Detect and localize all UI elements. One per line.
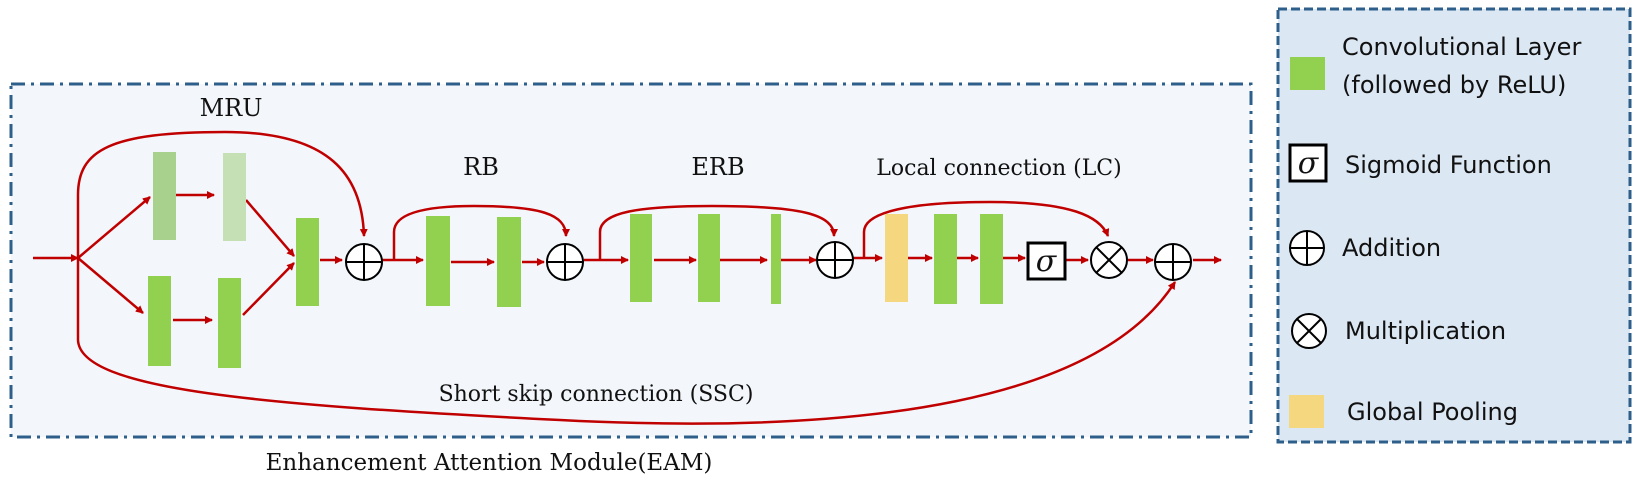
mru-conv-bottom-1 <box>148 276 171 366</box>
mru-branch-bottom-arrow <box>77 257 144 314</box>
rb-addition-node <box>546 243 584 281</box>
legend-sigmoid-box <box>1288 143 1328 183</box>
mru-conv-merge <box>296 218 319 306</box>
lc-label: Local connection (LC) <box>876 156 1121 181</box>
mru-branch-top-arrow <box>77 196 151 259</box>
rb-conv-2 <box>497 217 521 307</box>
legend-multiplication-icon <box>1291 313 1327 349</box>
lc-sigmoid-symbol: σ <box>1036 244 1058 279</box>
legend-addition-icon <box>1289 230 1325 266</box>
legend-pooling-swatch <box>1289 395 1324 428</box>
rb-conv-1 <box>426 216 450 306</box>
legend-sigmoid-label: Sigmoid Function <box>1345 151 1552 179</box>
legend-conv-label: Convolutional Layer <box>1342 33 1581 61</box>
rb-label: RB <box>463 153 499 181</box>
lc-sigmoid-box <box>1026 241 1067 281</box>
mru-label: MRU <box>200 94 263 122</box>
legend-pooling-label: Global Pooling <box>1347 398 1518 426</box>
mru-conv-top-1 <box>153 152 176 240</box>
blocks <box>148 152 1003 368</box>
ssc-label: Short skip connection (SSC) <box>439 382 754 407</box>
legend-multiplication-label: Multiplication <box>1345 317 1506 345</box>
connections <box>33 130 1222 425</box>
erb-conv-3 <box>771 214 781 304</box>
lc-global-pooling <box>885 214 908 302</box>
lc-conv-2 <box>980 214 1003 304</box>
legend: Convolutional Layer (followed by ReLU) σ… <box>1288 33 1581 428</box>
lc-skip-arrow <box>862 200 1110 258</box>
lc-conv-1 <box>934 214 957 304</box>
erb-addition-node <box>816 241 854 279</box>
ssc-arrow <box>76 258 1177 425</box>
erb-conv-1 <box>630 214 652 302</box>
ssc-addition-node <box>1154 243 1192 281</box>
mru-bottom-merge-arrow <box>242 262 295 316</box>
legend-frame <box>1276 7 1632 444</box>
mru-conv-bottom-2 <box>218 278 241 368</box>
erb-label: ERB <box>691 153 744 181</box>
lc-multiplication-node <box>1090 241 1128 279</box>
legend-conv-swatch <box>1290 57 1325 90</box>
mru-addition-node <box>345 243 383 281</box>
mru-skip-arrow <box>76 130 368 258</box>
mru-conv-top-2 <box>223 153 246 241</box>
rb-skip-arrow <box>392 204 570 260</box>
legend-conv-note: (followed by ReLU) <box>1342 71 1566 99</box>
eam-title: Enhancement Attention Module(EAM) <box>266 450 713 476</box>
erb-conv-2 <box>698 214 720 302</box>
legend-sigmoid-symbol: σ <box>1298 146 1320 181</box>
operators <box>345 241 1192 281</box>
mru-top-merge-arrow <box>245 199 295 257</box>
legend-addition-label: Addition <box>1342 234 1441 262</box>
erb-skip-arrow <box>598 204 838 260</box>
